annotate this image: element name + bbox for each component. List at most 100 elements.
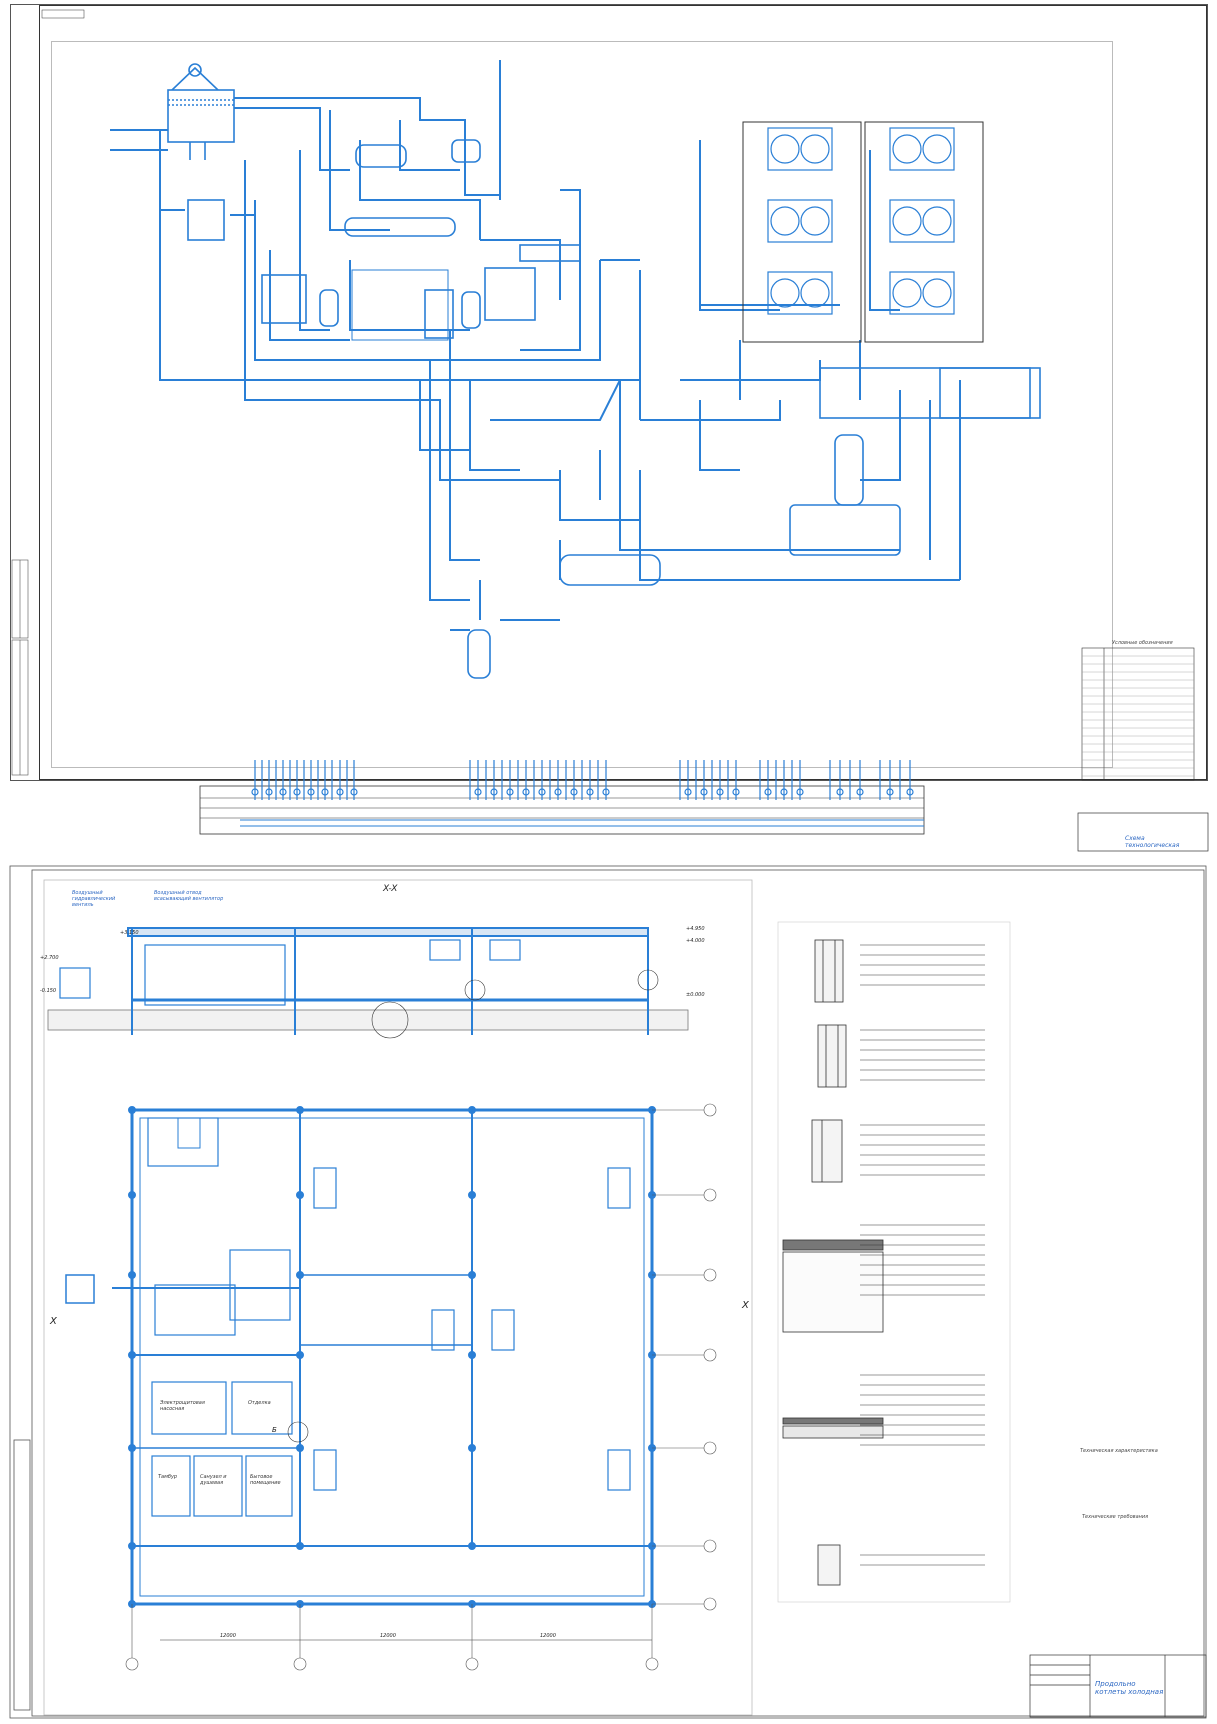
plan-view (65, 1108, 654, 1641)
column-marker (468, 1351, 476, 1359)
instrument-bubble (886, 788, 894, 796)
axis-bubble (703, 1539, 717, 1553)
column-marker (296, 1106, 304, 1114)
fan-cooler-unit-3 (767, 271, 833, 315)
column-marker (468, 1271, 476, 1279)
column-marker (296, 1444, 304, 1452)
instrument-ticks (251, 760, 914, 800)
column-marker (468, 1444, 476, 1452)
wall-details (777, 921, 1011, 1603)
column-marker (128, 1191, 136, 1199)
dim-bottom-1: 12000 (220, 1633, 236, 1639)
instrument-bubble (780, 788, 788, 796)
titleblock-2 (1029, 1654, 1207, 1718)
wall-detail-1 (814, 939, 844, 1003)
grid-axes (125, 1103, 717, 1671)
instrument-strip (199, 785, 925, 835)
column-marker (468, 1542, 476, 1550)
elev-2: +4.000 (686, 938, 705, 944)
instrument-bubble (700, 788, 708, 796)
dim-bottom-3: 12000 (540, 1633, 556, 1639)
legend-rows (1082, 655, 1194, 777)
instrument-bubble (538, 788, 546, 796)
tech-req-title: Технические требования (1082, 1514, 1149, 1520)
x-marker-right: X (742, 1300, 749, 1311)
column-marker (128, 1542, 136, 1550)
instrument-bubble (293, 788, 301, 796)
fan-cooler-unit-6 (889, 271, 955, 315)
instrument-bubble (906, 788, 914, 796)
section-label-xx: X-X (383, 884, 398, 894)
axis-bubble (703, 1597, 717, 1611)
section-xx (47, 927, 689, 1039)
air-coolers (742, 121, 984, 343)
titleblock-1 (1077, 812, 1209, 852)
elev-5: +3.150 (120, 930, 139, 936)
column-marker (128, 1271, 136, 1279)
wall-detail-leaders (860, 944, 985, 1566)
instrument-bubble (279, 788, 287, 796)
instrument-bubble (265, 788, 273, 796)
instrument-bubble (570, 788, 578, 796)
axis-bubble (703, 1348, 717, 1362)
column-marker (468, 1106, 476, 1114)
section-mark-vent-2: Воздушный отвод всасывающий вентилятор (154, 890, 224, 902)
instrument-bubble (522, 788, 530, 796)
room-label-3: Тамбур (158, 1474, 178, 1480)
column-marker (296, 1351, 304, 1359)
instrument-bubble (554, 788, 562, 796)
sheet2-stamp-title: Продольно котлеты холодная (1095, 1680, 1164, 1696)
column-marker (296, 1271, 304, 1279)
instrument-bubble (350, 788, 358, 796)
elev-3: ±0.000 (686, 992, 705, 998)
axis-bubble (293, 1657, 307, 1671)
instrument-bubble (856, 788, 864, 796)
fan-cooler-unit-4 (889, 127, 955, 171)
room-label-4: Санузел и душевая (200, 1474, 227, 1486)
axis-bubble (465, 1657, 479, 1671)
axis-bubble (703, 1268, 717, 1282)
axis-bubble (703, 1103, 717, 1117)
room-label-1: Электрощитовая насосная (160, 1400, 205, 1412)
instrument-bubble (836, 788, 844, 796)
instrument-bubble (251, 788, 259, 796)
instrument-bubble (764, 788, 772, 796)
cooling-tower (167, 63, 235, 160)
wall-detail-4 (817, 1544, 841, 1586)
wall-detail-3 (811, 1119, 843, 1183)
axis-bubble (125, 1657, 139, 1671)
instrument-bubble (716, 788, 724, 796)
elev-4: +2.700 (40, 955, 59, 961)
instrument-bubble (602, 788, 610, 796)
heat-exchanger-1 (187, 199, 225, 241)
sheet-scheme (10, 4, 1208, 781)
tech-spec-title: Техническая характеристика (1080, 1448, 1158, 1454)
axis-bubble (645, 1657, 659, 1671)
fan-cooler-unit-2 (767, 199, 833, 243)
column-marker (296, 1191, 304, 1199)
instrument-bubble (684, 788, 692, 796)
section-mark-vent-1: Воздушный гидравлический вентиль (72, 890, 116, 908)
legend-title: Условные обозначения (1112, 640, 1173, 646)
instrument-bubble (490, 788, 498, 796)
margin-strips-1 (11, 559, 29, 776)
equipment (187, 139, 1041, 679)
plan-columns (128, 1106, 656, 1608)
legend-table (1081, 647, 1195, 781)
axis-bubble (703, 1188, 717, 1202)
column-marker (128, 1106, 136, 1114)
wall-detail-2 (817, 1024, 847, 1088)
floor-detail (782, 1239, 884, 1333)
instrument-bubble (732, 788, 740, 796)
column-marker (468, 1191, 476, 1199)
column-marker (296, 1542, 304, 1550)
elev-1: +4.950 (686, 926, 705, 932)
b-marker: Б (272, 1426, 277, 1434)
elev-6: -0.150 (40, 988, 57, 994)
scheme-stamp-title: Схема технологическая (1125, 835, 1180, 849)
instrument-bubble (307, 788, 315, 796)
dim-bottom-2: 12000 (380, 1633, 396, 1639)
room-label-5: Бытовое помещение (250, 1474, 281, 1486)
fan-cooler-unit-5 (889, 199, 955, 243)
